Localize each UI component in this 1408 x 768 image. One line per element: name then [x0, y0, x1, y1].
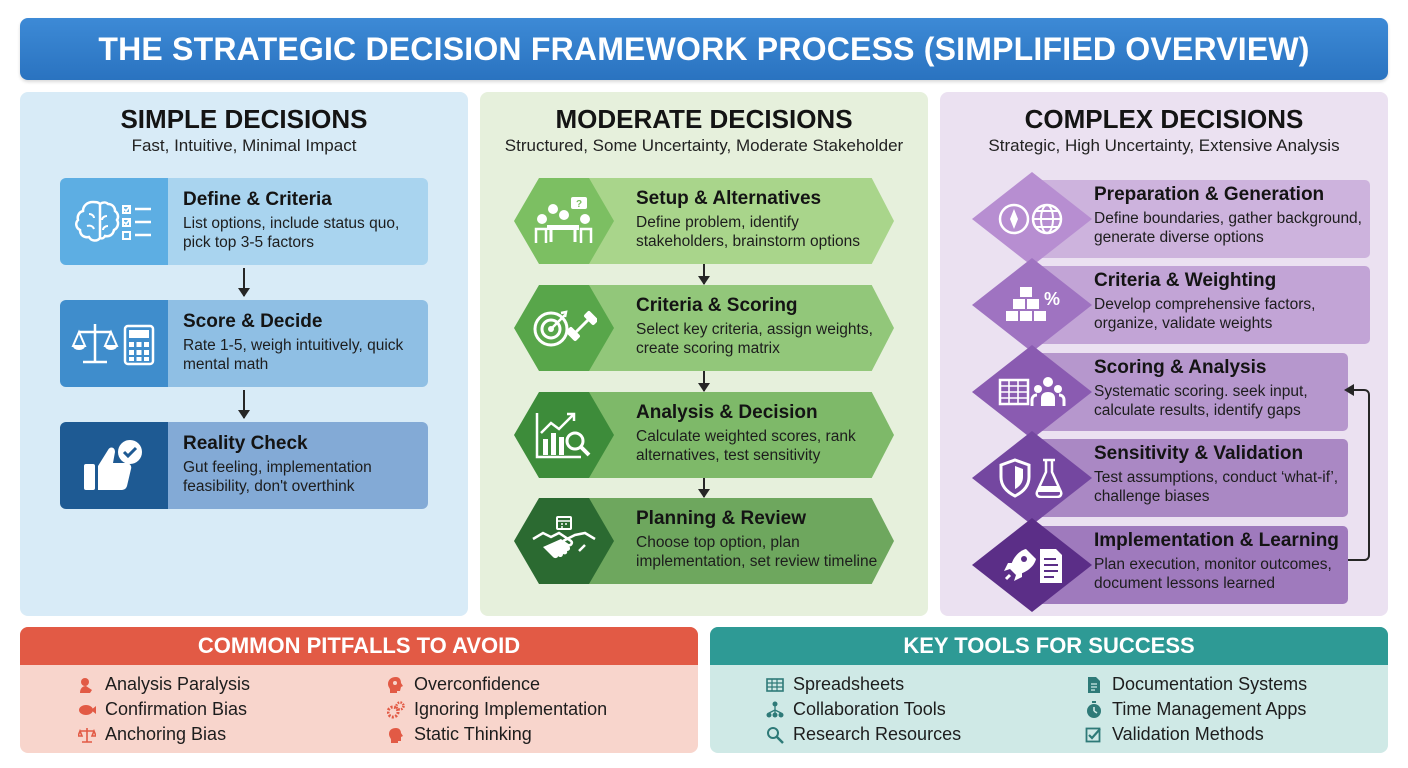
flow-arrow: [698, 371, 710, 392]
stress-icon: [78, 676, 96, 694]
scales-calculator-icon: [60, 300, 168, 387]
brain-checklist-icon: [60, 178, 168, 265]
step-description: Define boundaries, gather background, ge…: [1094, 210, 1362, 246]
handshake-calendar-icon: [514, 498, 614, 584]
fish-icon: [78, 701, 96, 719]
head-gear-icon: [387, 676, 405, 694]
main-title: THE STRATEGIC DECISION FRAMEWORK PROCESS…: [20, 18, 1388, 80]
moderate-panel-subtitle: Structured, Some Uncertainty, Moderate S…: [504, 136, 904, 155]
svg-text:?: ?: [576, 199, 582, 210]
step-description: Rate 1-5, weigh intuitively, quick menta…: [183, 337, 404, 373]
document-icon: [1085, 676, 1103, 694]
tool-item: Validation Methods: [1085, 724, 1264, 745]
flow-arrow: [238, 268, 250, 297]
target-dumbbell-icon: [514, 285, 614, 371]
simple-decisions-panel: SIMPLE DECISIONS Fast, Intuitive, Minima…: [20, 92, 468, 616]
stopwatch-icon: [1085, 700, 1103, 719]
step-title: Score & Decide: [183, 311, 323, 332]
step-description: Plan execution, monitor outcomes, docume…: [1094, 556, 1332, 592]
tool-item: Spreadsheets: [766, 674, 904, 695]
meeting-icon: ?: [514, 178, 614, 264]
scales-icon: [78, 726, 96, 744]
pitfall-item: Analysis Paralysis: [78, 674, 250, 695]
moderate-panel-title: MODERATE DECISIONS: [555, 104, 853, 134]
step-title: Scoring & Analysis: [1094, 357, 1267, 378]
pitfalls-panel: COMMON PITFALLS TO AVOID Analysis Paraly…: [20, 627, 698, 753]
network-icon: [766, 701, 784, 719]
tool-item: Research Resources: [766, 724, 961, 745]
step-description: Define problem, identify stakeholders, b…: [636, 214, 861, 250]
flow-arrow: [238, 390, 250, 419]
pitfall-item: Anchoring Bias: [78, 724, 226, 745]
spreadsheet-icon: [766, 676, 784, 694]
step-description: Develop comprehensive factors, organize,…: [1094, 296, 1316, 332]
complex-panel-title: COMPLEX DECISIONS: [1024, 104, 1304, 134]
moderate-decisions-panel: MODERATE DECISIONS Structured, Some Unce…: [480, 92, 928, 616]
simple-panel-title: SIMPLE DECISIONS: [120, 104, 368, 134]
complex-decisions-panel: COMPLEX DECISIONS Strategic, High Uncert…: [940, 92, 1388, 616]
svg-text:%: %: [1044, 289, 1060, 309]
simple-step-score-decide: Score & Decide Rate 1-5, weigh intuitive…: [60, 300, 428, 387]
flow-arrow: [698, 264, 710, 285]
step-title: Planning & Review: [636, 508, 806, 529]
step-description: Choose top option, plan implementation, …: [636, 534, 878, 570]
step-title: Criteria & Scoring: [636, 295, 798, 316]
step-title: Define & Criteria: [183, 189, 332, 210]
moderate-step-planning-review: Planning & Review Choose top option, pla…: [514, 498, 894, 584]
step-title: Implementation & Learning: [1094, 530, 1339, 551]
feedback-loop-arrow: [1344, 384, 1370, 561]
step-description: List options, include status quo, pick t…: [183, 215, 400, 251]
step-description: Select key criteria, assign weights, cre…: [636, 321, 873, 357]
step-title: Sensitivity & Validation: [1094, 443, 1304, 464]
simple-panel-subtitle: Fast, Intuitive, Minimal Impact: [131, 136, 357, 155]
step-description: Test assumptions, conduct ‘what-if’, cha…: [1094, 469, 1339, 505]
pitfall-item: Confirmation Bias: [78, 699, 247, 720]
checkbox-icon: [1085, 726, 1103, 744]
moderate-step-setup-alternatives: ? Setup & Alternatives Define problem, i…: [514, 178, 894, 264]
pitfall-item: Static Thinking: [387, 724, 532, 745]
pitfall-item: Overconfidence: [387, 674, 540, 695]
step-title: Analysis & Decision: [636, 402, 818, 423]
step-title: Criteria & Weighting: [1094, 270, 1277, 291]
step-description: Systematic scoring. seek input, calculat…: [1094, 383, 1308, 419]
moderate-step-criteria-scoring: Criteria & Scoring Select key criteria, …: [514, 285, 894, 371]
step-description: Calculate weighted scores, rank alternat…: [636, 428, 856, 464]
pitfalls-title: COMMON PITFALLS TO AVOID: [20, 627, 698, 665]
thumbs-up-check-icon: [60, 422, 168, 509]
simple-step-reality-check: Reality Check Gut feeling, implementatio…: [60, 422, 428, 509]
tool-item: Time Management Apps: [1085, 699, 1306, 720]
step-description: Gut feeling, implementation feasibility,…: [183, 459, 372, 495]
flow-arrow: [698, 478, 710, 498]
step-title: Reality Check: [183, 433, 308, 454]
tools-title: KEY TOOLS FOR SUCCESS: [710, 627, 1388, 665]
moderate-step-analysis-decision: Analysis & Decision Calculate weighted s…: [514, 392, 894, 478]
tool-item: Documentation Systems: [1085, 674, 1307, 695]
step-title: Preparation & Generation: [1094, 184, 1325, 205]
gears-icon: [387, 700, 405, 719]
simple-step-define-criteria: Define & Criteria List options, include …: [60, 178, 428, 265]
tools-panel: KEY TOOLS FOR SUCCESS Spreadsheets Colla…: [710, 627, 1388, 753]
tool-item: Collaboration Tools: [766, 699, 946, 720]
pitfall-item: Ignoring Implementation: [387, 699, 607, 720]
chart-magnifier-icon: [514, 392, 614, 478]
step-title: Setup & Alternatives: [636, 188, 822, 209]
search-icon: [766, 726, 784, 744]
complex-panel-subtitle: Strategic, High Uncertainty, Extensive A…: [988, 136, 1340, 155]
brain-icon: [387, 726, 405, 744]
